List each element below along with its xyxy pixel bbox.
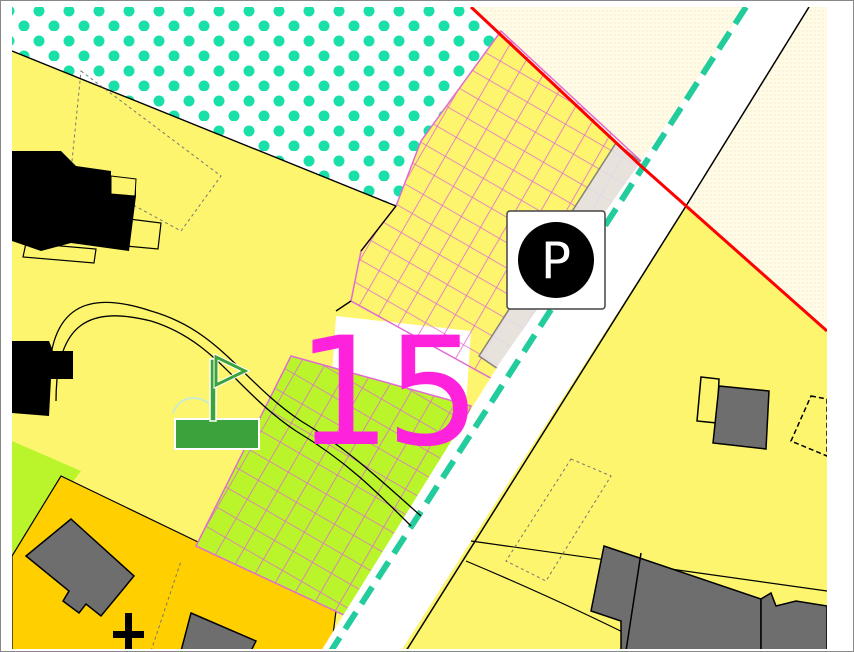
woodland-zone — [12, 7, 501, 206]
parking-icon — [518, 222, 594, 298]
route-boundary-dash — [328, 7, 749, 649]
plan-number: 15 — [296, 306, 475, 480]
building-black — [12, 151, 136, 251]
building-grey — [24, 518, 136, 618]
building-grey — [180, 611, 258, 649]
footpath — [48, 301, 422, 517]
parking-sign[interactable]: P — [506, 210, 606, 310]
flag-on-hill-icon — [172, 353, 260, 450]
building-black — [12, 341, 73, 416]
cross-icon — [113, 613, 144, 649]
plan-boundary — [469, 7, 827, 333]
parking-label: P — [541, 232, 571, 290]
street — [322, 7, 809, 649]
building-grey — [712, 385, 770, 450]
